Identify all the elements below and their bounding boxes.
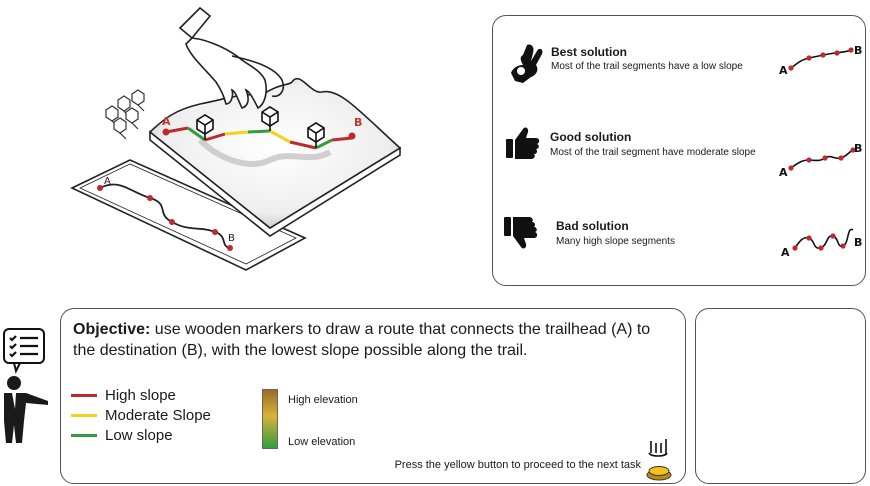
wooden-marker-icon (307, 122, 325, 148)
good-trail-a: A (779, 166, 788, 178)
low-elevation-label: Low elevation (288, 436, 356, 448)
hand-icon (178, 6, 285, 110)
best-trail-b: B (854, 44, 862, 57)
legend-low-slope-label: Low slope (105, 427, 173, 444)
solutions-panel: Best solution Most of the trail segments… (492, 15, 866, 286)
elevation-gradient-bar (262, 389, 278, 449)
bad-trail-b: B (854, 236, 862, 249)
terrain-point-a: A (162, 115, 171, 128)
objective-label: Objective: (73, 321, 151, 338)
checklist-icon (9, 335, 38, 358)
good-solution-description: Most of the trail segment have moderate … (550, 147, 756, 158)
ok-hand-gesture-icon (511, 44, 543, 83)
thumbs-down-icon (504, 217, 538, 249)
best-solution-description: Most of the trail segments have a low sl… (551, 61, 743, 72)
objective-description: use wooden markers to draw a route that … (73, 321, 651, 359)
legend-low-slope: Low slope (71, 427, 173, 444)
map-point-a: A (104, 176, 111, 187)
best-solution-title: Best solution (551, 45, 628, 59)
paper-map: A B (70, 159, 307, 271)
map-point-b: B (228, 233, 235, 244)
best-trail-a: A (779, 64, 788, 76)
bad-solution-trail: A B (781, 228, 862, 258)
instruction-text: Press the yellow button to proceed to th… (394, 459, 641, 471)
pointing-hand-icon (648, 439, 668, 457)
objective-text: Objective: use wooden markers to draw a … (73, 319, 673, 361)
best-solution-trail: A B (779, 44, 862, 76)
terrain-block (148, 77, 402, 237)
yellow-button[interactable] (643, 437, 675, 483)
legend-moderate-slope-label: Moderate Slope (105, 407, 211, 424)
legend-high-slope: High slope (71, 387, 176, 404)
thumbs-up-icon (506, 127, 540, 159)
legend-moderate-slope: Moderate Slope (71, 407, 211, 424)
presenter-icon (4, 376, 48, 443)
bad-solution-title: Bad solution (556, 219, 629, 233)
wooden-marker-icon (261, 106, 279, 131)
good-trail-b: B (854, 142, 862, 155)
marker-pile-icon (105, 89, 145, 140)
low-slope-swatch (71, 434, 97, 437)
moderate-slope-swatch (71, 414, 97, 417)
legend-high-slope-label: High slope (105, 387, 176, 404)
high-elevation-label: High elevation (288, 394, 358, 406)
instructor-figure (3, 328, 48, 443)
objective-panel: Objective: use wooden markers to draw a … (60, 308, 686, 484)
good-solution-title: Good solution (550, 130, 632, 144)
bad-trail-a: A (781, 246, 790, 258)
terrain-illustration: A B A B (70, 6, 402, 271)
terrain-point-b: B (354, 116, 362, 129)
bad-solution-description: Many high slope segments (556, 236, 675, 247)
high-slope-swatch (71, 394, 97, 397)
side-panel (695, 308, 866, 484)
wooden-marker-icon (196, 114, 214, 140)
good-solution-trail: A B (779, 142, 862, 178)
terrain-trail (162, 126, 356, 150)
